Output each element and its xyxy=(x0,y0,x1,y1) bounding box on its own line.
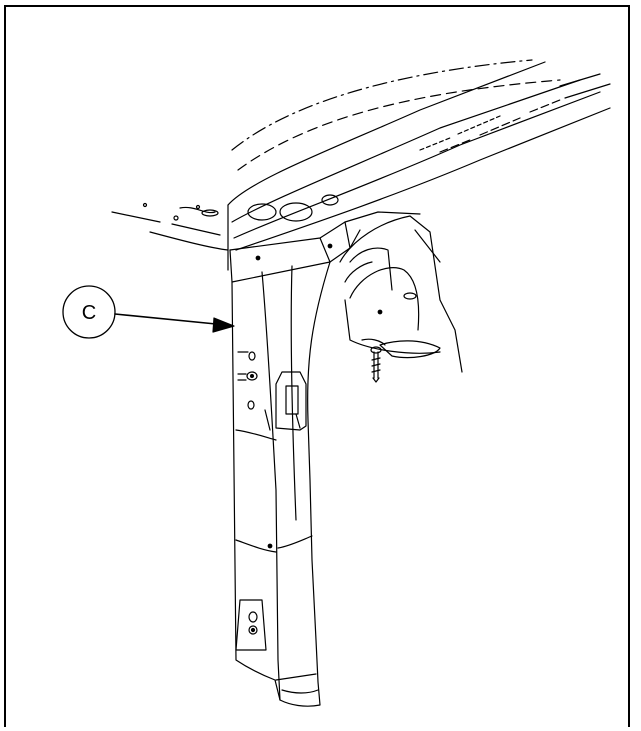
callout-c-circle xyxy=(62,285,116,339)
callout-c-arrowhead xyxy=(212,317,235,333)
screw-fastener xyxy=(370,346,382,383)
roof-rail xyxy=(227,61,611,251)
roof-outline-dashed xyxy=(237,79,561,171)
callout-c-leader xyxy=(114,313,227,326)
a-pillar-trim xyxy=(231,261,331,707)
pillar-clips xyxy=(247,371,307,635)
callout-c: C xyxy=(62,285,235,339)
diagram-frame xyxy=(4,5,630,727)
pillar-upper-joint xyxy=(229,211,421,283)
callout-c-label: C xyxy=(82,302,96,324)
door-frame-panel xyxy=(339,215,463,373)
small-fasteners xyxy=(237,351,258,381)
cowl-panel xyxy=(111,202,229,271)
roof-outline-dashdot xyxy=(231,59,533,151)
